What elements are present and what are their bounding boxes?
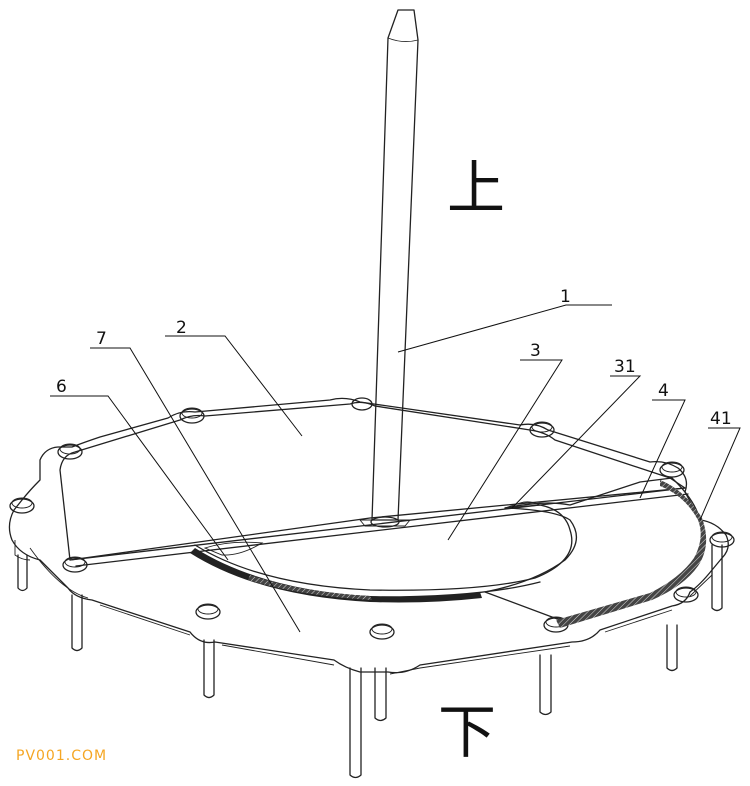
post [17, 554, 28, 592]
seal-band [190, 548, 482, 603]
bolt [659, 461, 685, 478]
rod [359, 9, 419, 528]
filter-layer [484, 477, 707, 628]
leader-rod [397, 304, 612, 353]
leader-disc [447, 359, 563, 541]
base-ring [8, 397, 729, 675]
bolt [529, 421, 555, 438]
label-disc-edge: 31 [614, 357, 636, 377]
watermark: PV001.COM [16, 748, 108, 764]
post [71, 594, 83, 652]
leader-base-ring [90, 347, 301, 633]
label-plate: 2 [176, 318, 187, 338]
label-rod: 1 [560, 287, 571, 307]
label-base-ring: 7 [96, 329, 107, 349]
disc [190, 504, 573, 603]
post [666, 624, 678, 672]
leader-filter [639, 399, 686, 499]
post [349, 667, 362, 779]
label-filter: 4 [658, 381, 669, 401]
label-disc: 3 [530, 341, 541, 361]
post [203, 639, 215, 699]
cover-plate [59, 401, 689, 567]
direction-down: 下 [438, 698, 496, 766]
post [374, 667, 387, 722]
bolt [195, 603, 221, 620]
bolt [369, 623, 395, 640]
leader-plate [165, 335, 303, 437]
leader-disc-edge [511, 375, 642, 509]
label-filter-edge: 41 [710, 409, 732, 429]
bolt [9, 497, 35, 514]
part-labels: 1 2 3 31 4 41 6 7 [56, 287, 732, 429]
label-ring-seal: 6 [56, 377, 67, 397]
leader-filter-edge [699, 427, 741, 521]
bolt [673, 586, 699, 603]
leader-lines [50, 304, 741, 633]
direction-up: 上 [447, 154, 505, 222]
bolt [709, 531, 735, 548]
post [539, 654, 552, 716]
posts [17, 544, 723, 779]
post [711, 544, 723, 612]
leader-ring-seal [50, 395, 229, 561]
